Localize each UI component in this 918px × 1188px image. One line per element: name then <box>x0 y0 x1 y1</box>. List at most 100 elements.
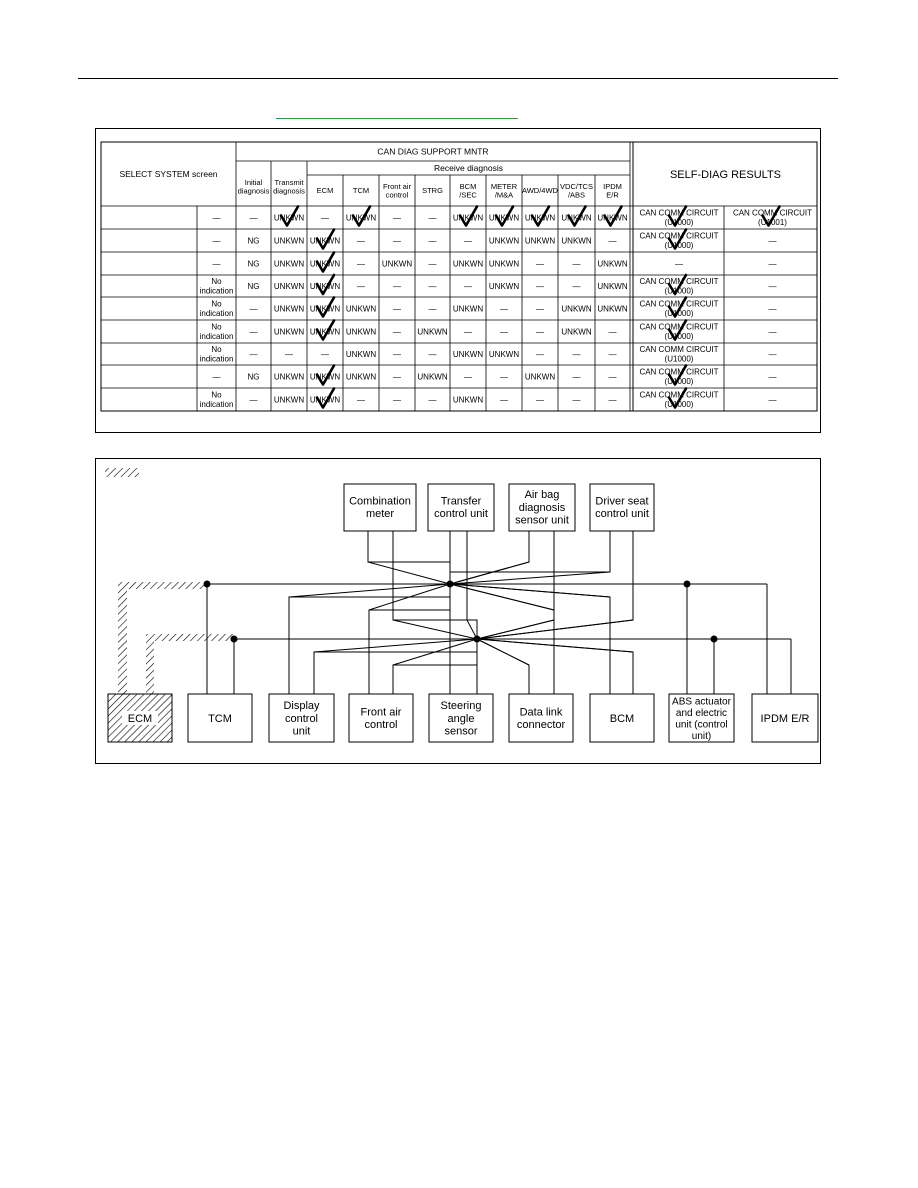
cell-value: UNKWN <box>274 327 304 336</box>
cell-value: UNKWN <box>561 236 591 245</box>
transfer-control-unit-box <box>427 483 495 532</box>
cell-value: UNKWN <box>489 282 519 291</box>
hub-h-spoke <box>449 583 611 598</box>
self-diag-value: — <box>769 372 777 381</box>
cell-value: — <box>250 213 258 222</box>
hub-l-spoke <box>476 619 555 640</box>
check-mark-icon <box>315 296 336 318</box>
combination-meter-box <box>343 483 417 532</box>
cell-value: — <box>464 236 472 245</box>
hub-h-spoke <box>367 561 451 585</box>
cell-value: — <box>609 395 617 404</box>
col-header-2: ECM <box>317 186 334 195</box>
cell-value: UNKWN <box>274 282 304 291</box>
hub-l-spoke <box>392 619 478 640</box>
cell-value: — <box>357 236 365 245</box>
cell-value: UNKWN <box>274 304 304 313</box>
cell-value: UNKWN <box>489 259 519 268</box>
self-diag-value: CAN COMM CIRCUIT(U1000) <box>639 232 718 250</box>
cell-value: UNKWN <box>274 259 304 268</box>
self-diag-value: CAN COMM CIRCUIT(U1000) <box>639 345 718 363</box>
check-mark-icon <box>315 364 336 386</box>
ecm-label-backing <box>122 711 158 725</box>
check-mark-icon <box>667 296 688 318</box>
cell-value: UNKWN <box>346 304 376 313</box>
cell-value: — <box>429 236 437 245</box>
cell-value: UNKWN <box>274 236 304 245</box>
junction-dot <box>710 635 718 643</box>
cell-value: UNKWN <box>417 327 447 336</box>
check-mark-icon <box>315 251 336 273</box>
display-l-wire <box>313 639 478 694</box>
cell-value: UNKWN <box>453 259 483 268</box>
cell-value: — <box>573 259 581 268</box>
bcm-label: BCM <box>610 713 634 725</box>
check-mark-icon <box>530 205 551 227</box>
junction-dot <box>473 635 481 643</box>
cell-value: UNKWN <box>525 236 555 245</box>
check-mark-icon <box>667 273 688 296</box>
self-diag-value: — <box>769 350 777 359</box>
reference-link-underline[interactable] <box>276 118 518 119</box>
cell-value: UNKWN <box>382 259 412 268</box>
self-diag-value: CAN COMM CIRCUIT(U1000) <box>639 209 718 227</box>
select-system-header: SELECT SYSTEM screen <box>119 169 217 179</box>
cell-value: UNKWN <box>489 213 519 222</box>
cell-value: UNKWN <box>310 327 340 336</box>
self-diag-value: — <box>769 259 777 268</box>
cell-value: UNKWN <box>310 259 340 268</box>
cell-value: — <box>536 304 544 313</box>
cell-value: — <box>609 350 617 359</box>
col-header-3: TCM <box>353 186 369 195</box>
cell-value: UNKWN <box>453 213 483 222</box>
hub-l-spoke <box>476 619 634 640</box>
junction-dot <box>230 635 238 643</box>
check-mark-icon <box>567 205 587 227</box>
hub-h-spoke <box>449 583 555 611</box>
self-diag-value: — <box>769 327 777 336</box>
cell-value: — <box>429 259 437 268</box>
self-diag-value: — <box>769 236 777 245</box>
cell-value: — <box>573 350 581 359</box>
hub-h-spoke <box>449 561 530 585</box>
cell-value: — <box>429 350 437 359</box>
cell-value: UNKWN <box>525 213 555 222</box>
cell-value: UNKWN <box>346 213 376 222</box>
cell-value: — <box>213 259 221 268</box>
cell-value: UNKWN <box>346 372 376 381</box>
cell-value: NG <box>248 259 260 268</box>
tcm-box <box>187 693 253 743</box>
tcm-label: TCM <box>208 713 232 725</box>
col-header-9: VDC/TCS/ABS <box>560 182 593 200</box>
junction-dot <box>203 580 211 588</box>
air-bag-diagnosis-sensor-unit-box <box>508 483 576 532</box>
cell-value: — <box>609 372 617 381</box>
malfunction-can-l-wire <box>146 634 234 694</box>
cell-value: UNKWN <box>525 372 555 381</box>
hub-l-spoke <box>476 638 530 666</box>
cell-value: — <box>250 350 258 359</box>
col-header-6: BCM/SEC <box>459 182 477 200</box>
check-mark-icon <box>315 273 336 296</box>
cell-value: — <box>393 395 401 404</box>
cell-value: — <box>500 327 508 336</box>
cell-value: — <box>573 282 581 291</box>
cell-value: — <box>213 372 221 381</box>
check-mark-icon <box>667 319 688 341</box>
cell-value: — <box>429 282 437 291</box>
check-mark-icon <box>458 205 479 227</box>
cell-value: — <box>393 304 401 313</box>
ipdm-er-label: IPDM E/R <box>761 713 810 725</box>
cell-value: — <box>250 327 258 336</box>
cell-value: UNKWN <box>453 395 483 404</box>
cell-value: — <box>429 213 437 222</box>
hub-h-spoke <box>449 571 611 585</box>
receive-diagnosis-header: Receive diagnosis <box>434 163 503 173</box>
bcm-box <box>589 693 655 743</box>
